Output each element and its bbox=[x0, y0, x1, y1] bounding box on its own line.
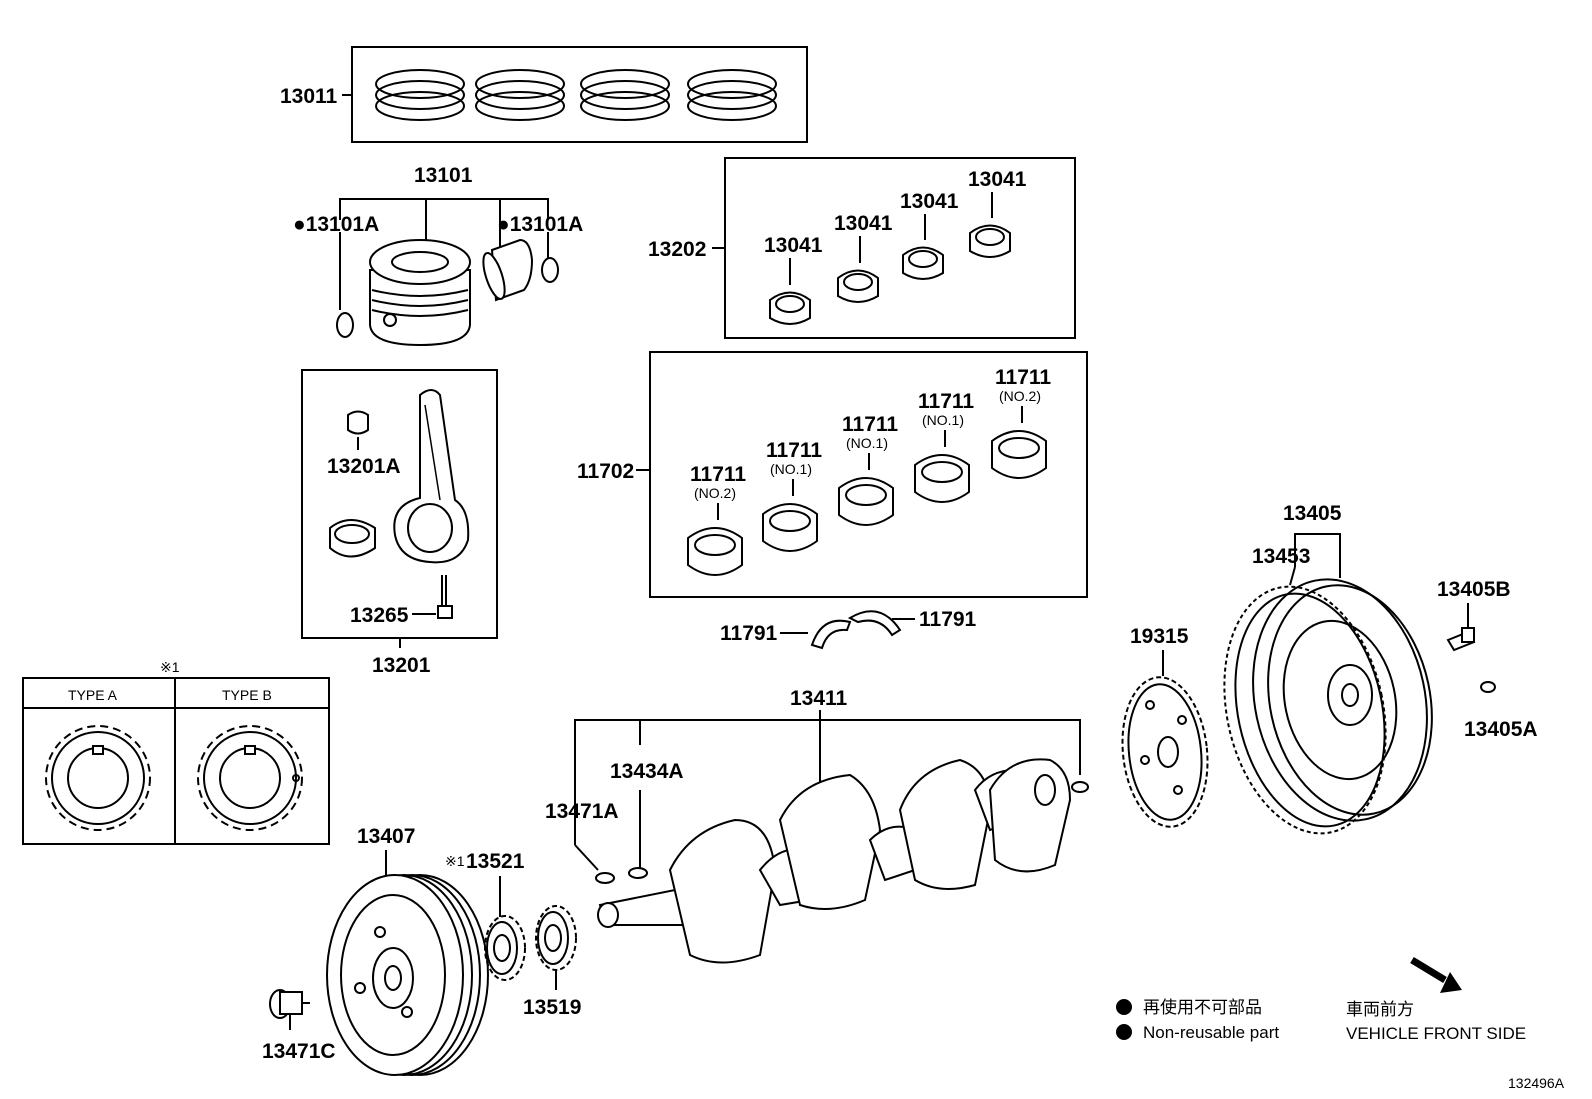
label-11711-d: 11711 bbox=[918, 390, 974, 413]
label-13453: 13453 bbox=[1252, 545, 1310, 568]
crankshaft bbox=[597, 758, 1072, 964]
piston-leader-bracket bbox=[339, 198, 549, 310]
label-11702: 11702 bbox=[577, 460, 634, 483]
snap-ring-right bbox=[541, 257, 559, 283]
label-11711-b: 11711 bbox=[766, 439, 822, 462]
sprocket-type-a bbox=[45, 725, 151, 831]
label-13041-b: 13041 bbox=[834, 212, 893, 235]
label-13405A: 13405A bbox=[1464, 718, 1538, 741]
label-11711-e: 11711 bbox=[995, 366, 1051, 389]
label-13041-a: 13041 bbox=[764, 234, 823, 257]
conrod-box bbox=[301, 369, 498, 639]
label-13202: 13202 bbox=[648, 238, 706, 261]
flywheel-bolt bbox=[1446, 603, 1476, 652]
crank-pulley bbox=[326, 874, 489, 1076]
label-13041-d: 13041 bbox=[968, 168, 1027, 191]
label-13434A: 13434A bbox=[610, 760, 684, 783]
pulley-bolt bbox=[269, 989, 310, 1030]
conrod-bolt bbox=[412, 575, 453, 619]
crank-keys bbox=[574, 781, 1089, 884]
label-13101: 13101 bbox=[414, 164, 473, 187]
conrod-cap-bearing bbox=[329, 519, 376, 558]
crank-leader-bracket bbox=[574, 710, 1081, 870]
label-13405B: 13405B bbox=[1437, 578, 1511, 601]
legend-nonreusable-jp: 再使用不可部品 bbox=[1143, 997, 1262, 1017]
front-arrow-icon bbox=[1410, 957, 1462, 993]
connecting-rod bbox=[393, 389, 470, 564]
label-11711-a: 11711 bbox=[690, 463, 746, 486]
label-11711-c: 11711 bbox=[842, 413, 898, 436]
label-no2-a: (NO.2) bbox=[694, 485, 736, 501]
type-b-header: TYPE B bbox=[222, 687, 272, 703]
label-13519: 13519 bbox=[523, 996, 581, 1019]
label-13101A-left: ●13101A bbox=[293, 213, 379, 236]
piston-pin bbox=[482, 238, 534, 302]
legend-front-en: VEHICLE FRONT SIDE bbox=[1346, 1024, 1526, 1043]
nonreusable-bullet-icon-2 bbox=[1116, 1024, 1132, 1040]
thrust-washers bbox=[780, 610, 915, 650]
label-13471C: 13471C bbox=[262, 1040, 336, 1063]
label-13411: 13411 bbox=[790, 687, 848, 710]
sprocket-type-b bbox=[197, 725, 303, 831]
label-11791-right: 11791 bbox=[919, 608, 977, 631]
label-13405: 13405 bbox=[1283, 502, 1342, 525]
legend: 再使用不可部品 Non-reusable part 車両前方 VEHICLE F… bbox=[1116, 957, 1526, 1043]
small-end-bushing bbox=[347, 410, 369, 450]
label-13471A: 13471A bbox=[545, 800, 619, 823]
type-table: TYPE A TYPE B bbox=[22, 677, 330, 845]
flywheel bbox=[1223, 578, 1433, 835]
main-bearing-box bbox=[649, 351, 1088, 598]
piston bbox=[369, 239, 471, 347]
label-13521: 13521 bbox=[466, 850, 525, 873]
flywheel-leaders bbox=[1289, 533, 1341, 586]
figure-id: 132496A bbox=[1508, 1075, 1565, 1091]
snap-ring-left bbox=[336, 312, 354, 338]
label-no1-d: (NO.1) bbox=[922, 412, 964, 428]
label-no1-c: (NO.1) bbox=[846, 435, 888, 451]
piston-ring-set bbox=[342, 46, 808, 143]
dowel-pin bbox=[1480, 681, 1496, 693]
crank-timing-sprocket bbox=[484, 915, 526, 981]
label-13265: 13265 bbox=[350, 604, 409, 627]
type-a-header: TYPE A bbox=[68, 687, 118, 703]
label-no2-e: (NO.2) bbox=[999, 388, 1041, 404]
legend-front-jp: 車両前方 bbox=[1346, 1000, 1414, 1019]
label-13101A-right: ●13101A bbox=[497, 213, 583, 236]
note-ref-13521: ※1 bbox=[445, 853, 465, 869]
label-11791-left: 11791 bbox=[720, 622, 778, 645]
nonreusable-bullet-icon bbox=[1116, 999, 1132, 1015]
label-13201A: 13201A bbox=[327, 455, 401, 478]
note-ref-1: ※1 bbox=[160, 659, 180, 675]
label-no1-b: (NO.1) bbox=[770, 461, 812, 477]
timing-rotor bbox=[1121, 650, 1209, 828]
label-13201: 13201 bbox=[372, 654, 431, 677]
label-19315: 19315 bbox=[1130, 625, 1189, 648]
main-bearings bbox=[687, 406, 1047, 576]
label-13041-c: 13041 bbox=[900, 190, 959, 213]
label-13407: 13407 bbox=[357, 825, 415, 848]
label-13011: 13011 bbox=[280, 85, 338, 108]
conrod-bearings bbox=[769, 192, 1011, 325]
legend-nonreusable-en: Non-reusable part bbox=[1143, 1023, 1279, 1042]
crank-sprocket bbox=[535, 905, 577, 990]
